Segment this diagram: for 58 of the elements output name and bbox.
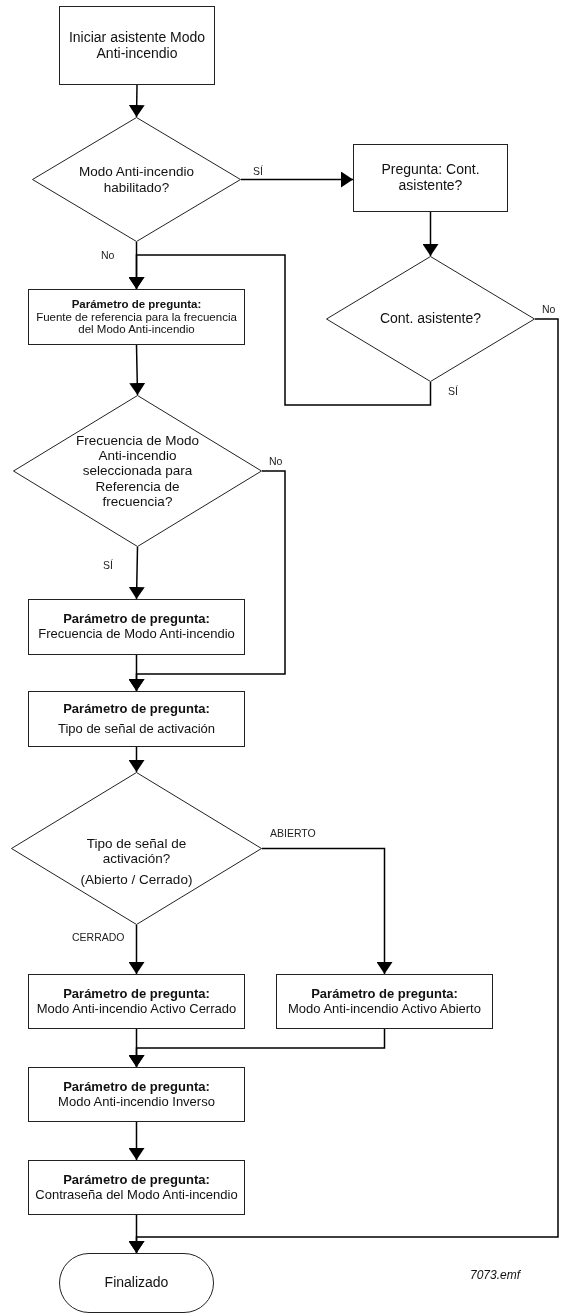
arrow [128,924,145,975]
process-box [276,974,493,1029]
edge-label: CERRADO [71,932,126,944]
process-box [28,289,245,345]
decision-diamond [32,117,241,242]
node-text: Cont. asistente? [379,311,482,327]
node-text: Modo Anti-incendio Activo Abierto [288,1001,481,1017]
process-box [59,6,215,85]
process-box [28,1160,245,1215]
arrow [128,654,145,692]
arrow [128,1028,386,1068]
arrow [240,171,354,188]
node-text: Modo Anti-incendio habilitado? [78,164,195,195]
node-heading: Parámetro de pregunta: [311,986,458,1002]
node-text: Frecuencia de Modo Anti-incendio seleccionada para Referencia de frecuencia? [74,433,201,509]
arrow [128,254,432,406]
node-text: (Abierto / Cerrado) [80,872,193,888]
process-box [353,144,508,212]
node-text: Finalizado [104,1275,169,1291]
arrow [128,84,145,118]
edge-label: No [268,456,284,468]
node-heading: Parámetro de pregunta: [63,1079,210,1095]
arrow [128,1121,145,1161]
edge-label: No [541,304,557,316]
node-text: Pregunta: Cont. asistente? [380,162,481,194]
arrow [128,746,145,773]
edge-label: SÍ [447,386,459,398]
decision-diamond [13,395,262,547]
node-text: Tipo de señal de activación? [85,835,188,867]
node-heading: Parámetro de pregunta: [63,986,210,1002]
node-heading: Parámetro de pregunta: [63,612,210,627]
decision-diamond [326,256,535,382]
arrow [128,1214,145,1254]
process-box [28,599,245,655]
node-text: Modo Anti-incendio Inverso [58,1094,215,1110]
file-name: 7073.emf [470,1268,521,1282]
arrow [422,211,439,257]
node-text: Fuente de referencia para la frecuencia del Modo Anti-incendio [35,310,238,337]
node-text: Contraseña del Modo Anti-incendio [35,1187,238,1203]
node-heading: Parámetro de pregunta: [71,297,202,311]
edge-label: No [100,250,116,262]
node-text: Tipo de señal de activación [57,721,216,737]
arrow [128,546,145,600]
decision-diamond [11,772,262,925]
terminal-shape [59,1253,214,1313]
edge-label: SÍ [102,560,114,572]
node-heading: Parámetro de pregunta: [63,701,210,717]
arrow [129,344,146,396]
node-heading: Parámetro de pregunta: [63,1172,210,1188]
edge-label: SÍ [252,166,264,178]
node-text: Frecuencia de Modo Anti-incendio [38,627,235,642]
edge-label: ABIERTO [269,828,317,840]
arrow [261,847,393,975]
process-box [28,974,245,1029]
node-text: Iniciar asistente Modo Anti-incendio [67,29,207,62]
process-box [28,691,245,747]
process-box [28,1067,245,1122]
node-text: Modo Anti-incendio Activo Cerrado [36,1001,237,1017]
